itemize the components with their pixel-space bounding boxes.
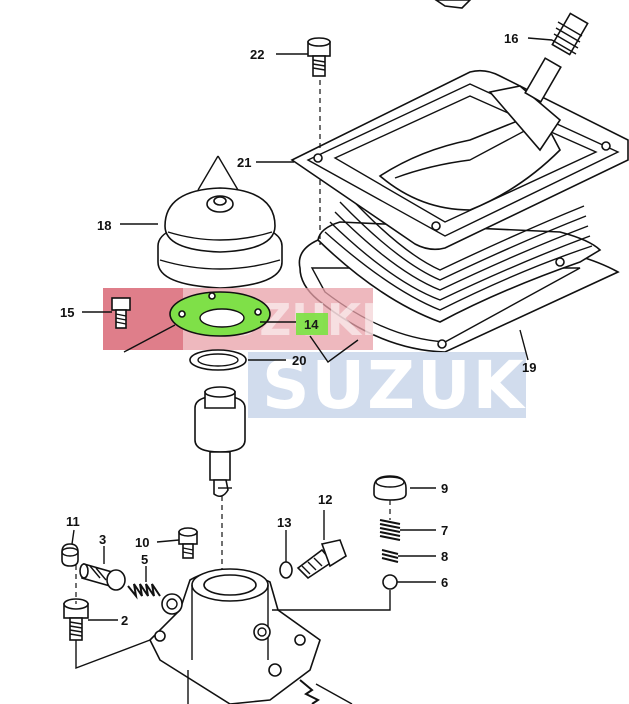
spring-8 (381, 549, 399, 563)
bolt-10 (178, 527, 198, 559)
label-3: 3 (99, 532, 106, 547)
bolt-12 (296, 539, 347, 580)
bolt-22 (307, 37, 331, 77)
top-fragment (434, 0, 472, 9)
label-19: 19 (522, 360, 536, 375)
spring-bottom (299, 679, 353, 704)
leader-lines (71, 37, 553, 704)
ball-6 (382, 574, 398, 590)
label-14: 14 (304, 317, 319, 332)
label-9: 9 (441, 481, 448, 496)
label-11: 11 (66, 514, 80, 529)
label-15: 15 (60, 305, 74, 320)
bolt-15 (111, 297, 131, 329)
pin-3 (79, 562, 126, 591)
label-12: 12 (318, 492, 332, 507)
bolt-2 (63, 598, 89, 641)
label-21: 21 (237, 155, 251, 170)
dust-cover (157, 187, 283, 289)
lower-housing (149, 568, 321, 704)
label-22: 22 (250, 47, 264, 62)
shift-lever (488, 12, 589, 152)
label-2: 2 (121, 613, 128, 628)
label-18: 18 (97, 218, 111, 233)
cap-11 (61, 543, 79, 567)
part-labels: 22 16 21 18 15 14 20 19 9 12 11 13 7 3 1… (60, 31, 536, 628)
label-5: 5 (141, 552, 148, 567)
label-6: 6 (441, 575, 448, 590)
spring-5 (127, 583, 161, 600)
washer-13 (279, 561, 293, 579)
shift-shaft-body (194, 386, 246, 498)
label-13: 13 (277, 515, 291, 530)
label-7: 7 (441, 523, 448, 538)
lever-thread (551, 12, 589, 56)
label-10: 10 (135, 535, 149, 550)
cap-9 (373, 475, 407, 501)
blue-watermark: SUZUKI (248, 347, 552, 424)
label-16: 16 (504, 31, 518, 46)
spring-7 (379, 519, 401, 541)
label-20: 20 (292, 353, 306, 368)
highlighted-washer-14 (169, 291, 328, 337)
label-14-highlight (296, 313, 328, 335)
label-8: 8 (441, 549, 448, 564)
watermark-text: SUZUKI (262, 347, 552, 424)
